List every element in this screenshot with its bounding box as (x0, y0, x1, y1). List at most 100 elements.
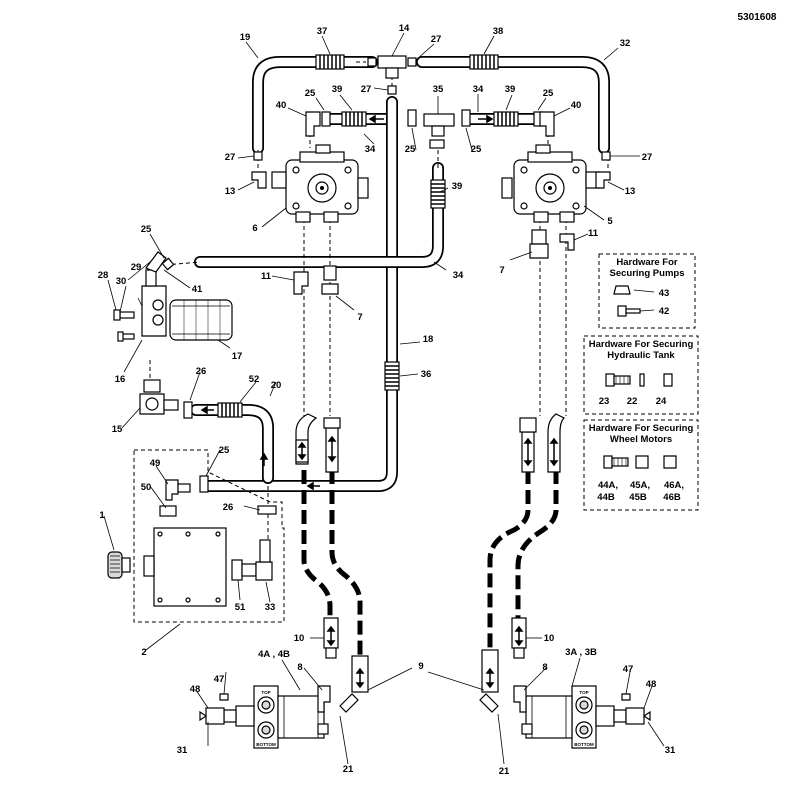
pumps-box-title-1: Hardware For (616, 257, 678, 268)
fitting-7-left (321, 265, 339, 295)
hose-20 (190, 404, 274, 484)
hose-34-lower (194, 162, 444, 268)
callout-47-right: 47 (623, 664, 634, 675)
callout-22: 22 (627, 396, 638, 407)
pump-6 (271, 144, 369, 223)
callout-46a: 46A, (664, 480, 684, 491)
hose-19 (252, 56, 378, 154)
fitting-41 (145, 251, 167, 273)
callout-25-c: 25 (405, 144, 416, 155)
callout-34-a: 34 (473, 84, 484, 95)
callout-20: 20 (271, 380, 282, 391)
pump-5 (501, 144, 601, 223)
callout-35: 35 (433, 84, 444, 95)
sleeve-39-left (341, 111, 367, 127)
callout-36: 36 (421, 369, 432, 380)
motor-bottom-label-left: BOTTOM (256, 742, 276, 747)
callout-13-right: 13 (625, 186, 636, 197)
callout-26-b: 26 (223, 502, 234, 513)
callout-43: 43 (659, 288, 670, 299)
hardware-box-pumps: Hardware For Securing Pumps (598, 253, 696, 329)
callout-8-right: 8 (542, 662, 547, 673)
callout-7-left: 7 (357, 312, 362, 323)
callout-5: 5 (607, 216, 613, 227)
tank-assembly-outline (133, 449, 285, 623)
fitting-7-right (529, 229, 549, 259)
hardware-box-tank: Hardware For Securing Hydraulic Tank (583, 335, 699, 415)
callout-31-right: 31 (665, 745, 676, 756)
callout-8-left: 8 (297, 662, 302, 673)
callout-46b: 46B (663, 492, 681, 503)
callout-25-d: 25 (471, 144, 482, 155)
elbow-13-left (251, 171, 267, 189)
callout-25-b: 25 (543, 88, 554, 99)
callout-39-c: 39 (452, 181, 463, 192)
callout-26-a: 26 (196, 366, 207, 377)
fitting-11-right (559, 233, 575, 251)
callout-47-left: 47 (214, 674, 225, 685)
motor-top-label-right: TOP (579, 690, 588, 695)
wheel-box-title-2: Wheel Motors (610, 434, 672, 445)
cap-1 (107, 551, 131, 579)
fitting-15 (139, 379, 179, 415)
hose-fittings-right (481, 413, 566, 693)
elbow-13-right (595, 171, 611, 189)
callout-40-b: 40 (571, 100, 582, 111)
callout-19: 19 (240, 32, 251, 43)
callout-25-e: 25 (141, 224, 152, 235)
wheel-motor-left: TOP BOTTOM (199, 685, 359, 749)
callout-3ab: 3A , 3B (565, 647, 597, 658)
callout-50: 50 (141, 482, 152, 493)
callout-24: 24 (656, 396, 667, 407)
callout-44b: 44B (597, 492, 615, 503)
callout-49: 49 (150, 458, 161, 469)
callout-9: 9 (418, 661, 423, 672)
bolts-28-30 (113, 309, 135, 342)
fitting-51-33 (231, 539, 273, 581)
callout-16: 16 (115, 374, 126, 385)
double-arrows (297, 435, 559, 689)
callout-45b: 45B (629, 492, 647, 503)
document-id: 5301608 (738, 12, 777, 23)
callout-29: 29 (131, 262, 142, 273)
callout-39-b: 39 (505, 84, 516, 95)
filter-17 (169, 299, 233, 341)
callout-27-right: 27 (642, 152, 653, 163)
callout-27-mid: 27 (361, 84, 372, 95)
sleeve-38 (469, 54, 499, 70)
callout-48-left: 48 (190, 684, 201, 695)
callout-37: 37 (317, 26, 328, 37)
sleeve-39-right (493, 111, 519, 127)
callout-39-a: 39 (332, 84, 343, 95)
callout-51: 51 (235, 602, 246, 613)
callout-11-right: 11 (588, 228, 599, 239)
tee-35 (423, 113, 455, 149)
callout-48-right: 48 (646, 679, 657, 690)
wheel-box-title-1: Hardware For Securing (589, 423, 694, 434)
callout-11-left: 11 (261, 271, 272, 282)
sleeve-37 (315, 54, 345, 70)
callout-10-right: 10 (544, 633, 555, 644)
callout-6: 6 (252, 223, 257, 234)
callout-25-a: 25 (305, 88, 316, 99)
dashed-hoses (301, 470, 559, 656)
elbow-40-left (305, 111, 321, 137)
callout-15: 15 (112, 424, 123, 435)
callout-21-left: 21 (343, 764, 354, 775)
hose-32 (416, 56, 610, 154)
callout-52: 52 (249, 374, 260, 385)
fitting-11-left (293, 271, 309, 295)
tank-box-title-2: Hydraulic Tank (607, 350, 675, 361)
callout-27-top: 27 (431, 34, 442, 45)
sleeve-39-vertical (430, 179, 446, 209)
callout-7-right: 7 (499, 265, 504, 276)
pumps-box-title-2: Securing Pumps (610, 268, 685, 279)
hardware-box-wheel-motors: Hardware For Securing Wheel Motors (583, 419, 699, 511)
leader-lines (103, 32, 665, 765)
callout-31-left: 31 (177, 745, 188, 756)
callout-17: 17 (232, 351, 243, 362)
wheel-motor-right: TOP BOTTOM (479, 685, 651, 749)
elbow-40-right (539, 111, 555, 137)
callout-18: 18 (423, 334, 434, 345)
hose-18 (200, 96, 398, 492)
